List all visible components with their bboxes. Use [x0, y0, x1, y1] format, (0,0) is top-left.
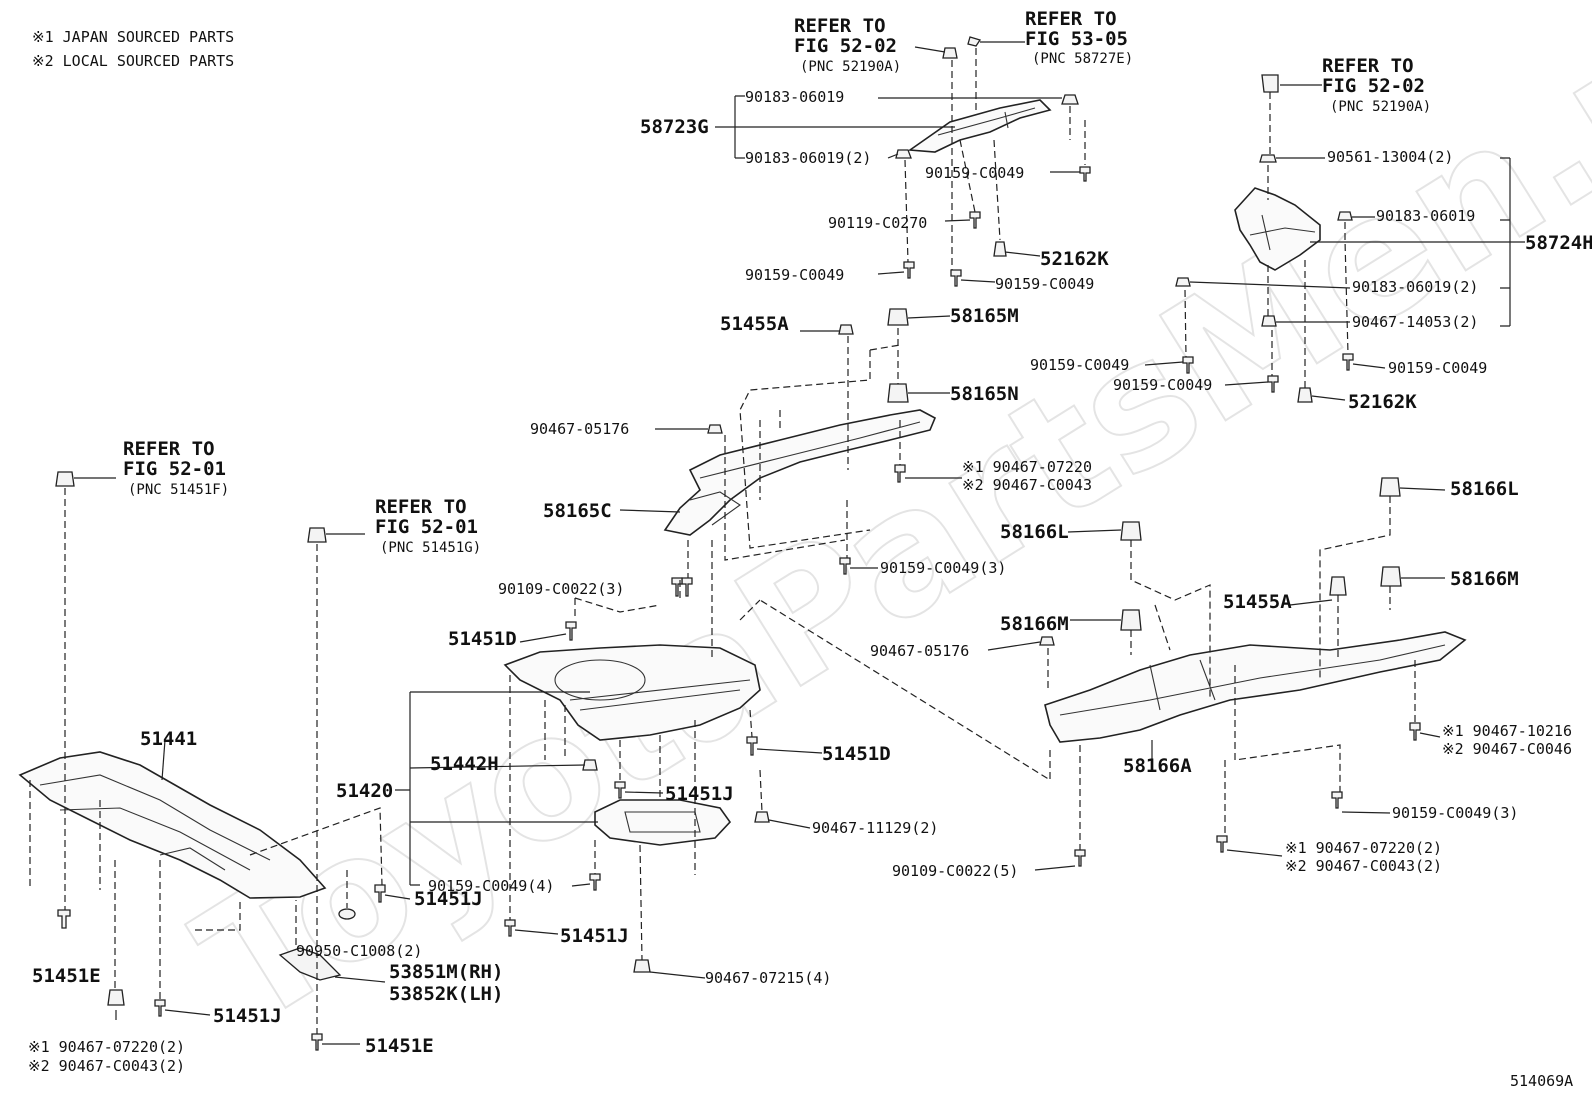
part-label: 90159-C0049(3)	[880, 559, 1006, 577]
fastener-icons-mid	[681, 308, 909, 597]
part-label: ※2 90467-C0046	[1442, 740, 1572, 758]
part-label: ※1 90467-07220(2)	[1285, 839, 1442, 857]
part-label: 90467-05176	[530, 420, 629, 438]
ref-label: REFER TO	[1322, 55, 1414, 77]
part-label: 90109-C0022(3)	[498, 580, 624, 598]
part-label: ※2 90467-C0043(2)	[28, 1057, 185, 1075]
part-label: 58724H	[1525, 232, 1592, 254]
ref-label: FIG 53-05	[1025, 28, 1128, 50]
ref-label: (PNC 58727E)	[1032, 51, 1133, 67]
part-label: ※1 90467-07220	[962, 458, 1092, 476]
ref-label: (PNC 52190A)	[800, 59, 901, 75]
part-label: 51451E	[365, 1035, 434, 1057]
part-label: 51451J	[213, 1005, 282, 1027]
part-label: 90159-C0049	[995, 275, 1094, 293]
ref-label: REFER TO	[794, 15, 886, 37]
part-label: 53851M(RH)	[389, 961, 503, 983]
part-label: 90119-C0270	[828, 214, 927, 232]
part-label: 52162K	[1040, 248, 1109, 270]
part-label: 51455A	[1223, 591, 1292, 613]
cover-51420-upper	[503, 644, 761, 741]
part-label: 58166A	[1123, 755, 1192, 777]
part-label: 58166M	[1000, 613, 1069, 635]
part-label: 90159-C0049(3)	[1392, 804, 1518, 822]
fastener-icons-right	[1175, 74, 1354, 403]
part-label: 58165M	[950, 305, 1019, 327]
part-label: 90159-C0049	[1113, 376, 1212, 394]
part-label: 51451D	[822, 743, 891, 765]
cover-58724h	[1234, 187, 1321, 271]
part-label: 90109-C0022(5)	[892, 862, 1018, 880]
part-label: 90159-C0049	[745, 266, 844, 284]
part-label: 90561-13004(2)	[1327, 148, 1453, 166]
part-label: 90467-07215(4)	[705, 969, 831, 987]
note-japan-sourced: ※1 JAPAN SOURCED PARTS	[32, 28, 234, 46]
part-label: 51451D	[448, 628, 517, 650]
ref-label: (PNC 51451F)	[128, 482, 229, 498]
part-label: 90183-06019(2)	[1352, 278, 1478, 296]
part-label: 58165C	[543, 500, 612, 522]
part-label: 51420	[336, 780, 393, 802]
part-label: 90159-C0049	[1388, 359, 1487, 377]
part-label: 90183-06019	[1376, 207, 1475, 225]
ref-label: REFER TO	[123, 438, 215, 460]
cover-58166a	[1044, 631, 1467, 743]
part-label: ※1 90467-07220(2)	[28, 1038, 185, 1056]
fastener-icons-top	[895, 36, 1091, 287]
part-label: 51451J	[665, 783, 734, 805]
part-label: 53852K(LH)	[389, 983, 503, 1005]
part-label: 90183-06019(2)	[745, 149, 871, 167]
part-label: 90467-11129(2)	[812, 819, 938, 837]
part-label: 58166L	[1450, 478, 1519, 500]
fastener-icons-left	[55, 471, 386, 1051]
fastener-icons-center	[504, 577, 770, 973]
part-label: 58723G	[640, 116, 709, 138]
figure-id: 514069A	[1510, 1072, 1573, 1090]
cover-51441	[18, 751, 327, 899]
part-label: 51441	[140, 728, 197, 750]
part-label: 90159-C0049	[925, 164, 1024, 182]
part-label: 90159-C0049	[1030, 356, 1129, 374]
note-local-sourced: ※2 LOCAL SOURCED PARTS	[32, 52, 234, 70]
ref-label: FIG 52-02	[1322, 75, 1425, 97]
part-label: 58166L	[1000, 521, 1069, 543]
ref-label: REFER TO	[1025, 8, 1117, 30]
part-label: 51451J	[560, 925, 629, 947]
part-label: 90467-14053(2)	[1352, 313, 1478, 331]
part-label: 51455A	[720, 313, 789, 335]
part-label: 51451E	[32, 965, 101, 987]
part-label: 52162K	[1348, 391, 1417, 413]
part-label: ※1 90467-10216	[1442, 722, 1572, 740]
ref-label: FIG 52-02	[794, 35, 897, 57]
fastener-icons-right-mid	[1039, 477, 1421, 867]
ref-label: REFER TO	[375, 496, 467, 518]
cover-51420-lower	[594, 799, 732, 846]
part-label: ※2 90467-C0043(2)	[1285, 857, 1442, 875]
bracket-58723g	[907, 99, 1052, 153]
part-label: 90950-C1008(2)	[296, 942, 422, 960]
part-label: 51451J	[414, 888, 483, 910]
ref-label: (PNC 51451G)	[380, 540, 481, 556]
part-label: 58165N	[950, 383, 1019, 405]
part-label: 58166M	[1450, 568, 1519, 590]
part-label: 90183-06019	[745, 88, 844, 106]
part-label: ※2 90467-C0043	[962, 476, 1092, 494]
part-label: 90467-05176	[870, 642, 969, 660]
part-label: 90159-C0049(4)	[428, 877, 554, 895]
ref-label: FIG 52-01	[375, 516, 478, 538]
ref-label: FIG 52-01	[123, 458, 226, 480]
part-label: 51442H	[430, 753, 499, 775]
ref-label: (PNC 52190A)	[1330, 99, 1431, 115]
cover-58165c	[663, 409, 937, 536]
